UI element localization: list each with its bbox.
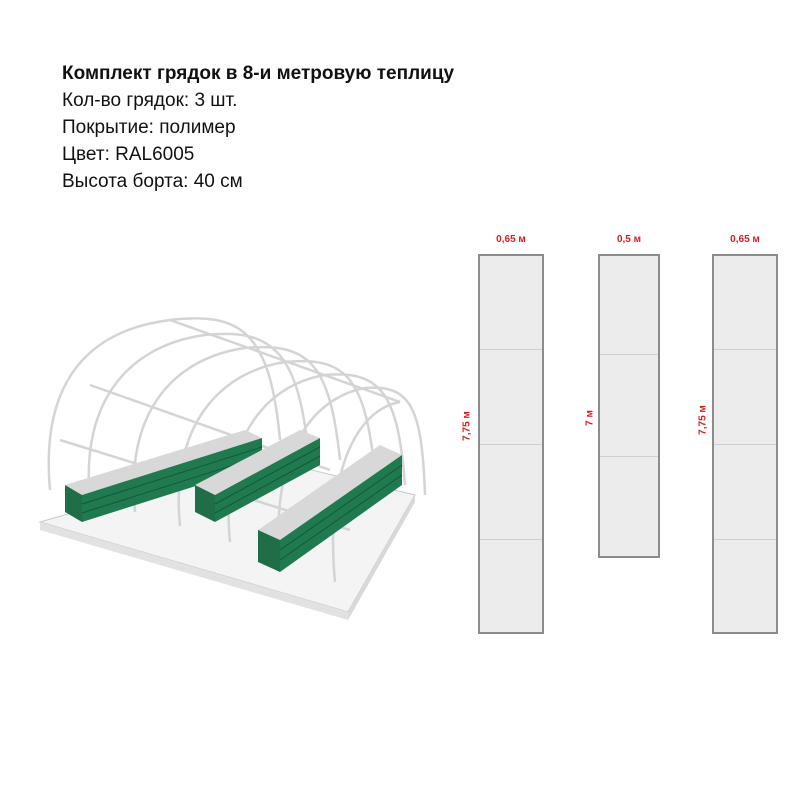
bed-2-plan — [598, 254, 660, 558]
bed-2-width-label: 0,5 м — [616, 234, 642, 245]
bed-1-plan — [478, 254, 544, 634]
spec-height: Высота борта: 40 см — [62, 171, 243, 192]
bed-3-length-label: 7,75 м — [697, 405, 709, 435]
bed-1-width-label: 0,65 м — [496, 234, 526, 245]
bed-2-length-label: 7 м — [584, 410, 596, 426]
spec-color: Цвет: RAL6005 — [62, 144, 195, 165]
bed-model-1 — [65, 430, 263, 522]
spec-coating: Покрытие: полимер — [62, 117, 236, 138]
bed-3-plan — [712, 254, 778, 634]
bed-3-width-label: 0,65 м — [730, 234, 760, 245]
bed-1-length-label: 7,75 м — [461, 411, 473, 441]
greenhouse-illustration — [38, 317, 427, 620]
spec-title: Комплект грядок в 8-и метровую теплицу — [62, 63, 455, 84]
spec-block: Комплект грядок в 8-и метровую теплицу К… — [62, 60, 454, 195]
spec-count: Кол-во грядок: 3 шт. — [62, 90, 238, 111]
bed-model-3 — [258, 445, 403, 572]
bed-model-2 — [195, 430, 321, 522]
